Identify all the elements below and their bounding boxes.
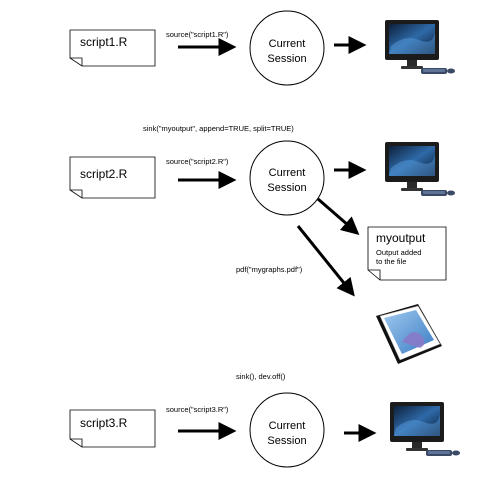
sink-off-call-label: sink(), dev.off() [236,372,286,381]
pdf-arrow [296,225,355,297]
sink-arrow [317,197,360,235]
row-1: script1.R source("script1.R") Current Se… [69,10,455,86]
session-label-2: Session [267,182,306,194]
session-circle [249,10,325,86]
session-label-2: Session [267,435,306,447]
row-2: sink("myoutput", append=TRUE, split=TRUE… [69,124,455,364]
session-circle [249,392,325,468]
row-3: sink(), dev.off() script3.R source("scri… [69,372,460,468]
computer-monitor-icon [390,402,460,456]
graph-pages-icon [376,304,442,364]
output-title: myoutput [376,231,426,245]
source-call-label: source("script3.R") [166,405,229,414]
session-label-1: Current [269,420,306,432]
session-label-2: Session [267,53,306,65]
output-note-2: to the file [376,257,406,266]
script-label: script1.R [80,35,128,49]
pdf-call-label: pdf("mygraphs.pdf") [236,265,303,274]
script-file-box: script1.R [69,29,156,67]
script-file-box: script3.R [69,409,156,448]
computer-monitor-icon [385,142,455,196]
session-circle [249,140,325,216]
script-file-box: script2.R [69,156,156,199]
session-label-1: Current [269,167,306,179]
source-call-label: source("script1.R") [166,30,229,39]
sink-call-label: sink("myoutput", append=TRUE, split=TRUE… [143,124,294,133]
output-file-box: myoutput Output added to the file [367,226,447,281]
session-label-1: Current [269,38,306,50]
script-label: script3.R [80,416,128,430]
source-call-label: source("script2.R") [166,157,229,166]
output-note-1: Output added [376,248,421,257]
script-label: script2.R [80,167,128,181]
computer-monitor-icon [385,20,455,74]
